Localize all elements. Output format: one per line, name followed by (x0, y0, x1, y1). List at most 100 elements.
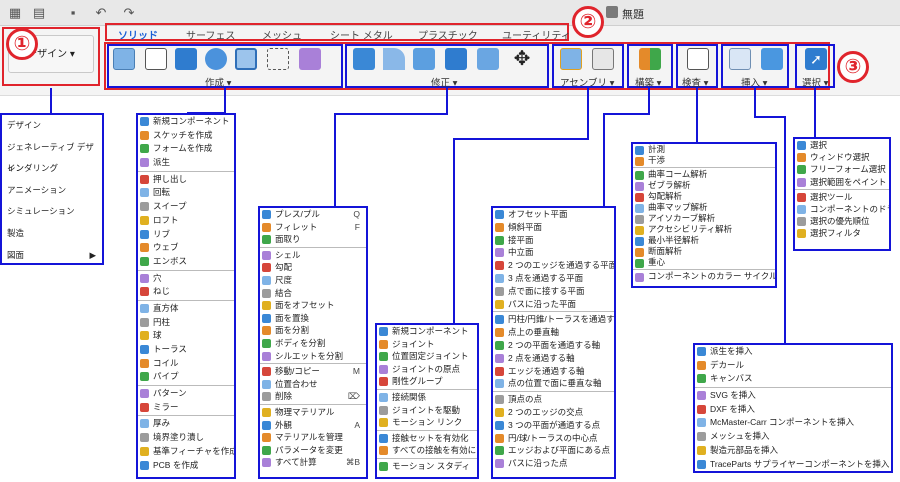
inspect-menu-item-11[interactable]: コンポーネントのカラー サイクルの切り替え (633, 271, 775, 282)
create-menu-item-16[interactable]: トーラス (138, 343, 234, 357)
hole-icon[interactable] (235, 48, 257, 70)
joint-icon[interactable] (592, 48, 614, 70)
assembly-menu-item-10[interactable]: モーション スタディ (377, 460, 477, 473)
construct-plane-icon[interactable] (639, 48, 661, 70)
create-menu-item-15[interactable]: 球 (138, 329, 234, 343)
grid-icon[interactable]: ▦ (8, 5, 22, 20)
create-menu-item-21[interactable]: 厚み (138, 417, 234, 431)
construct-menu-item-4[interactable]: 2 つのエッジを通過する平面 (493, 259, 614, 272)
construct-menu-item-13[interactable]: 点の位置で面に垂直な軸 (493, 377, 614, 390)
select-label[interactable]: 選択 ▾ (802, 78, 829, 89)
move-icon[interactable]: ✥ (513, 48, 531, 70)
construct-menu-item-14[interactable]: 頂点の点 (493, 393, 614, 406)
create-menu-item-20[interactable]: ミラー (138, 401, 234, 415)
create-menu-item-23[interactable]: 基準フィーチャを作成 (138, 445, 234, 459)
select-menu-item-6[interactable]: 選択の優先順位 (795, 215, 889, 227)
insert-menu-item-2[interactable]: キャンバス (695, 372, 891, 386)
tab-sheet-metal[interactable]: シート メタル (330, 31, 393, 42)
measure-icon[interactable] (687, 48, 709, 70)
assembly-menu-item-1[interactable]: ジョイント (377, 338, 477, 351)
construct-menu-item-17[interactable]: 円/球/トーラスの中心点 (493, 432, 614, 445)
construct-menu-item-0[interactable]: オフセット平面 (493, 208, 614, 221)
modify-menu-item-2[interactable]: 面取り (260, 233, 366, 246)
select-menu-item-5[interactable]: コンポーネントのドラッグ (795, 203, 889, 215)
assembly-menu-item-0[interactable]: 新規コンポーネント (377, 325, 477, 338)
assembly-component-icon[interactable] (560, 48, 582, 70)
chamfer-icon[interactable] (413, 48, 435, 70)
create-menu-item-14[interactable]: 円柱 (138, 316, 234, 330)
assembly-menu-item-2[interactable]: 位置固定ジョイント (377, 350, 477, 363)
create-menu-item-13[interactable]: 直方体 (138, 302, 234, 316)
workspace-item-manufacture[interactable]: 製造 (7, 227, 25, 238)
assembly-menu-item-8[interactable]: 接触セットを有効化 (377, 432, 477, 445)
undo-icon[interactable]: ↶ (95, 5, 107, 20)
inspect-menu-item-2[interactable]: 曲率コーム解析 (633, 169, 775, 180)
modify-menu-item-19[interactable]: すべて計算⌘B (260, 456, 366, 469)
insert-derive-icon[interactable] (729, 48, 751, 70)
fillet-icon[interactable] (383, 48, 405, 70)
modify-menu-item-11[interactable]: シルエットを分割 (260, 350, 366, 363)
insert-menu-item-4[interactable]: DXF を挿入 (695, 403, 891, 417)
create-menu-item-1[interactable]: スケッチを作成 (138, 129, 234, 143)
insert-menu-item-5[interactable]: McMaster-Carr コンポーネントを挿入 (695, 416, 891, 430)
pattern-icon[interactable] (267, 48, 289, 70)
modify-menu-item-13[interactable]: 位置合わせ (260, 378, 366, 391)
construct-menu-item-1[interactable]: 傾斜平面 (493, 221, 614, 234)
construct-menu-item-12[interactable]: エッジを通過する軸 (493, 365, 614, 378)
inspect-menu-item-10[interactable]: 重心 (633, 257, 775, 268)
workspace-item-simulation[interactable]: シミュレーション (7, 206, 75, 217)
press-pull-icon[interactable] (353, 48, 375, 70)
select-menu-item-3[interactable]: 選択範囲をペイント (795, 176, 889, 188)
assembly-menu-item-6[interactable]: ジョイントを駆動 (377, 404, 477, 417)
modify-menu-item-3[interactable]: シェル (260, 249, 366, 262)
insert-menu-item-8[interactable]: TraceParts サプライヤーコンポーネントを挿入します (695, 458, 891, 472)
create-menu-item-10[interactable]: エンボス (138, 255, 234, 269)
create-menu-item-9[interactable]: ウェブ (138, 241, 234, 255)
construct-menu-item-5[interactable]: 3 点を通過する平面 (493, 272, 614, 285)
create-menu-item-11[interactable]: 穴 (138, 272, 234, 286)
form-icon[interactable] (299, 48, 321, 70)
select-menu-item-1[interactable]: ウィンドウ選択 (795, 151, 889, 163)
construct-label[interactable]: 構築 ▾ (635, 78, 662, 89)
assembly-menu-item-3[interactable]: ジョイントの原点 (377, 363, 477, 376)
create-menu-item-7[interactable]: ロフト (138, 214, 234, 228)
assembly-menu-item-7[interactable]: モーション リンク (377, 416, 477, 429)
revolve-icon[interactable] (205, 48, 227, 70)
construct-menu-item-6[interactable]: 点で面に接する平面 (493, 285, 614, 298)
inspect-menu-item-3[interactable]: ゼブラ解析 (633, 180, 775, 191)
inspect-menu-item-5[interactable]: 曲率マップ解析 (633, 202, 775, 213)
create-menu-item-24[interactable]: PCB を作成 (138, 459, 234, 473)
construct-menu-item-9[interactable]: 点上の垂直軸 (493, 326, 614, 339)
modify-menu-item-5[interactable]: 尺度 (260, 274, 366, 287)
workspace-item-design[interactable]: デザイン (7, 120, 42, 130)
create-menu-item-22[interactable]: 境界塗り潰し (138, 431, 234, 445)
insert-label[interactable]: 挿入 ▾ (741, 78, 768, 89)
inspect-menu-item-9[interactable]: 断面解析 (633, 246, 775, 257)
insert-menu-item-0[interactable]: 派生を挿入 (695, 345, 891, 359)
save-icon[interactable]: ▪ (70, 5, 76, 20)
workspace-item-animation[interactable]: アニメーション (7, 184, 67, 195)
inspect-label[interactable]: 検査 ▾ (682, 78, 709, 89)
combine-icon[interactable] (477, 48, 499, 70)
modify-menu-item-18[interactable]: パラメータを変更 (260, 444, 366, 457)
create-menu-item-18[interactable]: パイプ (138, 370, 234, 384)
insert-menu-item-6[interactable]: メッシュを挿入 (695, 430, 891, 444)
construct-menu-item-15[interactable]: 2 つのエッジの交点 (493, 406, 614, 419)
insert-menu-item-1[interactable]: デカール (695, 359, 891, 373)
inspect-menu-item-1[interactable]: 干渉 (633, 155, 775, 166)
create-menu-item-12[interactable]: ねじ (138, 285, 234, 299)
modify-menu-item-4[interactable]: 勾配 (260, 261, 366, 274)
create-menu-item-3[interactable]: 派生 (138, 156, 234, 170)
create-menu-item-6[interactable]: スイープ (138, 200, 234, 214)
file-icon[interactable]: ▤ (32, 5, 46, 20)
construct-menu-item-11[interactable]: 2 点を通過する軸 (493, 352, 614, 365)
inspect-menu-item-8[interactable]: 最小半径解析 (633, 235, 775, 246)
inspect-menu-item-0[interactable]: 計測 (633, 144, 775, 155)
tab-plastic[interactable]: プラスチック (418, 31, 478, 42)
create-menu-item-2[interactable]: フォームを作成 (138, 142, 234, 156)
modify-menu-item-10[interactable]: ボディを分割 (260, 337, 366, 350)
tab-mesh[interactable]: メッシュ (262, 31, 302, 42)
